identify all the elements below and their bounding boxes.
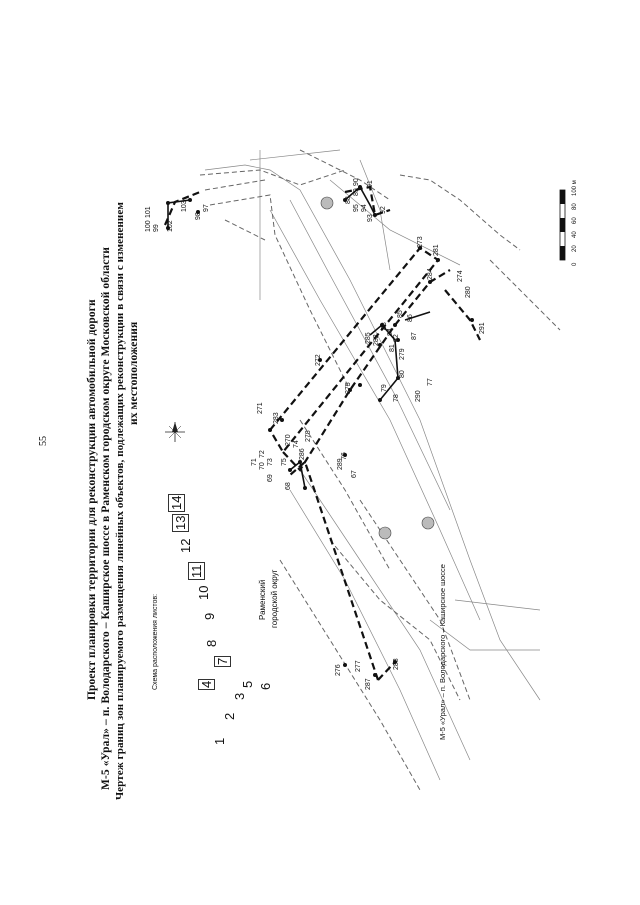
- svg-text:283: 283: [273, 412, 280, 424]
- svg-text:101: 101: [145, 206, 152, 218]
- svg-text:69: 69: [267, 474, 274, 482]
- svg-text:85: 85: [397, 310, 404, 318]
- svg-text:86: 86: [407, 314, 414, 322]
- svg-text:87: 87: [411, 332, 418, 340]
- svg-text:95: 95: [353, 204, 360, 212]
- svg-text:286: 286: [299, 448, 306, 460]
- svg-text:82: 82: [393, 334, 400, 342]
- svg-text:280: 280: [465, 286, 472, 298]
- svg-text:68: 68: [285, 482, 292, 490]
- svg-text:93: 93: [367, 214, 374, 222]
- scale-bar: [559, 189, 566, 261]
- svg-text:281: 281: [433, 244, 440, 256]
- svg-text:103: 103: [181, 200, 188, 212]
- svg-text:284: 284: [427, 268, 434, 280]
- svg-text:89: 89: [353, 188, 360, 196]
- svg-text:275: 275: [345, 382, 352, 394]
- point-labels: 100 99 101 102 103 98 97 88 89 90 91 95 …: [145, 178, 486, 690]
- svg-text:271: 271: [257, 402, 264, 414]
- svg-text:100: 100: [145, 220, 152, 232]
- svg-text:278: 278: [305, 430, 312, 442]
- svg-text:285: 285: [365, 332, 372, 344]
- svg-text:75: 75: [281, 458, 288, 466]
- svg-text:74: 74: [293, 440, 300, 448]
- svg-text:272: 272: [315, 354, 322, 366]
- svg-text:288: 288: [393, 658, 400, 670]
- svg-text:274: 274: [457, 270, 464, 282]
- road-sign-icons: [320, 196, 435, 540]
- svg-text:282: 282: [373, 334, 380, 346]
- svg-text:94: 94: [361, 204, 368, 212]
- svg-text:78: 78: [393, 394, 400, 402]
- svg-text:79: 79: [381, 384, 388, 392]
- svg-text:67: 67: [351, 470, 358, 478]
- scale-tick-20: 20: [572, 245, 578, 252]
- scale-tick-60: 60: [572, 217, 578, 224]
- svg-text:88: 88: [345, 196, 352, 204]
- svg-text:71: 71: [251, 458, 258, 466]
- svg-text:102: 102: [167, 220, 174, 232]
- scale-tick-80: 80: [572, 203, 578, 210]
- svg-text:276: 276: [335, 664, 342, 676]
- svg-text:97: 97: [203, 204, 210, 212]
- svg-text:76: 76: [341, 452, 348, 460]
- svg-text:99: 99: [153, 224, 160, 232]
- svg-text:291: 291: [479, 322, 486, 334]
- dashed-boundaries: [199, 149, 561, 791]
- svg-text:83: 83: [381, 322, 388, 330]
- svg-text:73: 73: [267, 458, 274, 466]
- road-label-m5: М-5 «Урал» – п. Володарского – Каширское…: [438, 564, 447, 740]
- svg-text:70: 70: [259, 462, 266, 470]
- svg-text:90: 90: [353, 178, 360, 186]
- scale-tick-0: 0: [572, 262, 578, 266]
- svg-text:72: 72: [259, 450, 266, 458]
- scale-tick-100: 100 м: [572, 180, 578, 196]
- north-arrow-icon: [165, 422, 185, 442]
- svg-text:290: 290: [415, 390, 422, 402]
- svg-text:80: 80: [399, 370, 406, 378]
- svg-text:279: 279: [399, 348, 406, 360]
- svg-text:287: 287: [365, 678, 372, 690]
- svg-text:91: 91: [367, 180, 374, 188]
- svg-text:289: 289: [337, 458, 344, 470]
- svg-text:81: 81: [389, 344, 396, 352]
- svg-text:270: 270: [285, 434, 292, 446]
- svg-text:98: 98: [195, 212, 202, 220]
- svg-text:92: 92: [380, 206, 387, 214]
- scale-tick-40: 40: [572, 231, 578, 238]
- svg-text:77: 77: [427, 378, 434, 386]
- svg-text:277: 277: [355, 660, 362, 672]
- point-markers: [166, 185, 474, 677]
- svg-text:84: 84: [387, 328, 394, 336]
- svg-text:273: 273: [417, 236, 424, 248]
